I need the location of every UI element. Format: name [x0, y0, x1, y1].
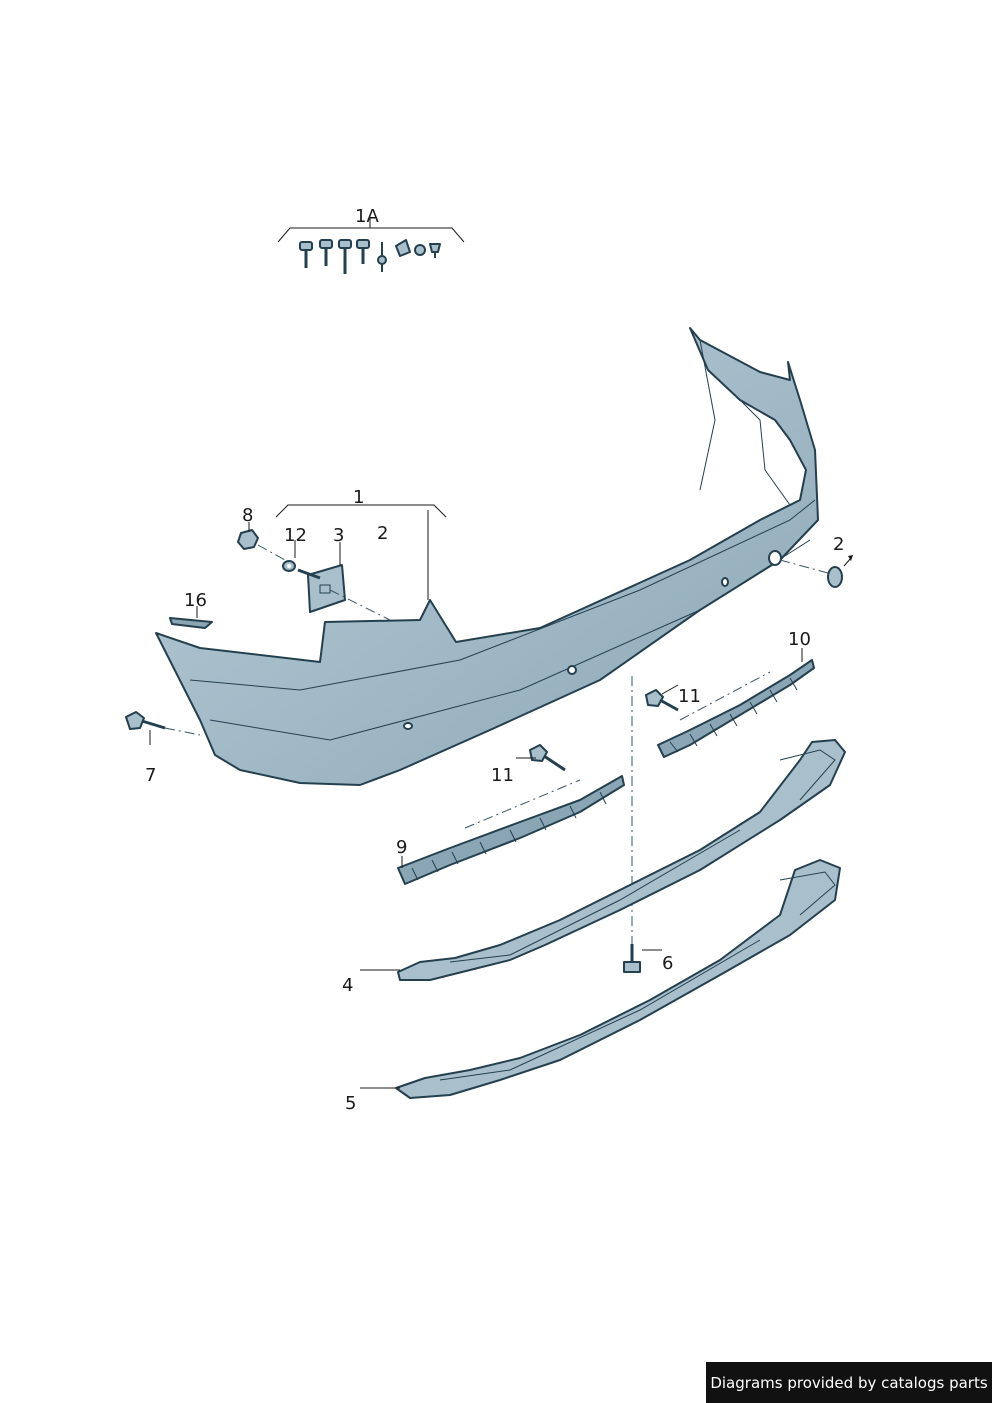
sticker-part-16[interactable] [169, 617, 213, 629]
callout-12: 12 [284, 525, 307, 546]
nut-icon [414, 244, 426, 256]
callout-1-bracket [275, 504, 447, 600]
callout-2-top: 2 [377, 523, 388, 544]
bolt-icon [299, 241, 313, 268]
callout-1a: 1A [355, 206, 379, 227]
screw-part-7[interactable] [125, 711, 201, 736]
credit-banner: Diagrams provided by catalogs parts [706, 1362, 992, 1403]
callout-6: 6 [662, 953, 673, 974]
mounting-bracket-3[interactable] [297, 564, 391, 621]
washer-part-12[interactable] [282, 560, 296, 572]
diffuser-part-4[interactable] [397, 739, 846, 981]
screw-icon [338, 239, 352, 274]
leader-lines [149, 522, 803, 1089]
fastener-kit-1a[interactable] [277, 218, 465, 274]
callout-4: 4 [342, 975, 353, 996]
callout-7: 7 [145, 765, 156, 786]
screw-icon [356, 239, 370, 264]
callout-16: 16 [184, 590, 207, 611]
bolt-icon [319, 239, 333, 266]
plug-cap-2[interactable] [779, 555, 853, 588]
callout-9: 9 [396, 837, 407, 858]
screw-part-6[interactable] [623, 944, 641, 973]
nut-part-8[interactable] [237, 529, 286, 561]
callout-5: 5 [345, 1093, 356, 1114]
callout-11-left: 11 [491, 765, 514, 786]
rivet-icon [429, 243, 441, 258]
callout-10: 10 [788, 629, 811, 650]
callout-11-right: 11 [678, 686, 701, 707]
screw-part-11-right[interactable] [645, 689, 679, 712]
guide-strip-10[interactable] [657, 659, 815, 758]
callout-1: 1 [353, 487, 364, 508]
clip-icon [395, 239, 411, 257]
diffuser-part-5[interactable] [395, 859, 841, 1099]
callout-2-right: 2 [833, 534, 844, 555]
guide-strip-9[interactable] [397, 775, 625, 885]
callout-3: 3 [333, 525, 344, 546]
bumper-cover[interactable] [155, 327, 819, 786]
callout-8: 8 [242, 505, 253, 526]
pin-icon [377, 242, 387, 272]
